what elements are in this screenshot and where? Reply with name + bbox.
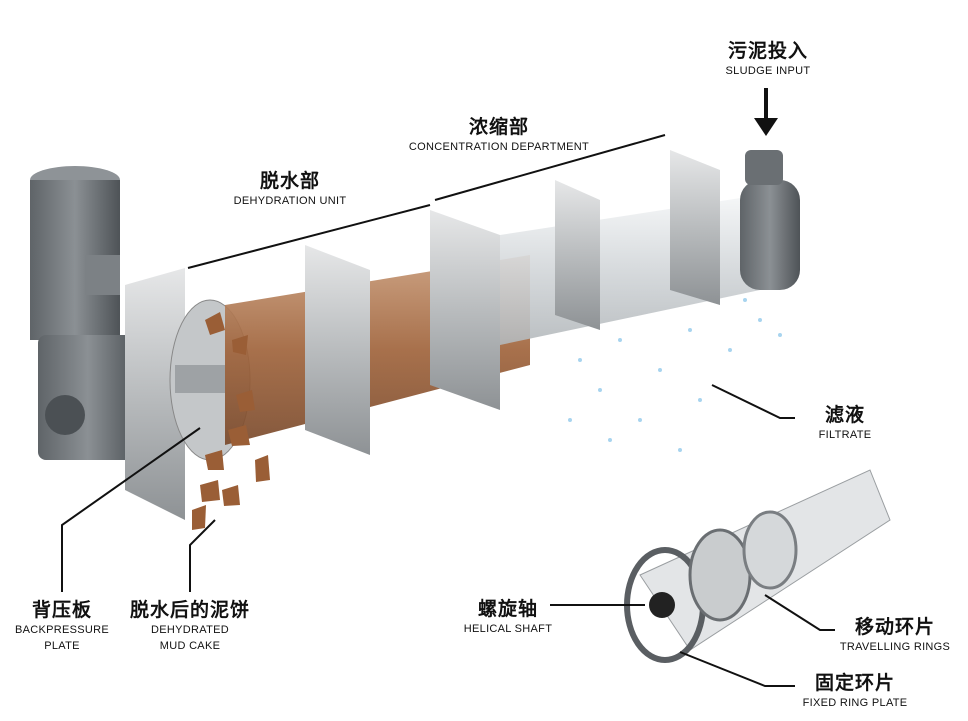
label-en: CONCENTRATION DEPARTMENT: [408, 141, 590, 153]
backpressure-plate-shape: [125, 268, 185, 520]
label-en: BACKPRESSURE: [14, 624, 110, 636]
label-en: TRAVELLING RINGS: [839, 641, 951, 653]
label-zh: 滤液: [824, 404, 865, 426]
label-filtrate: 滤液 FILTRATE: [819, 400, 872, 443]
label-en: SLUDGE INPUT: [725, 65, 811, 77]
label-concentration: 浓缩部 CONCENTRATION DEPARTMENT: [409, 112, 589, 155]
label-zh: 浓缩部: [468, 116, 529, 138]
label-en: HELICAL SHAFT: [463, 623, 553, 635]
label-en: FIXED RING PLATE: [802, 697, 908, 709]
shaft-end: [175, 365, 225, 393]
label-fixed-ring-plate: 固定环片 FIXED RING PLATE: [803, 668, 908, 711]
screw-assembly-inset: [624, 469, 891, 663]
leader-lines: [61, 134, 835, 687]
label-mud-cake: 脱水后的泥饼 DEHYDRATED MUD CAKE: [130, 595, 250, 654]
label-zh: 脱水后的泥饼: [129, 599, 251, 621]
label-sludge-input: 污泥投入 SLUDGE INPUT: [726, 36, 811, 79]
sludge-input-arrow-icon: [754, 88, 778, 136]
label-dehydration: 脱水部 DEHYDRATION UNIT: [234, 166, 347, 209]
label-en: DEHYDRATION UNIT: [233, 195, 347, 207]
label-zh: 移动环片: [854, 616, 935, 638]
label-en: MUD CAKE: [159, 640, 221, 652]
label-zh: 背压板: [31, 599, 93, 621]
concentration-cylinder: [500, 150, 800, 345]
label-en: DEHYDRATED: [151, 624, 229, 636]
mud-cake-pieces: [192, 312, 270, 530]
motor: [30, 166, 138, 460]
label-zh: 固定环片: [814, 672, 895, 694]
label-zh: 脱水部: [259, 170, 321, 192]
label-en: FILTRATE: [818, 429, 872, 441]
label-backpressure-plate: 背压板 BACKPRESSURE PLATE: [15, 595, 109, 654]
label-zh: 螺旋轴: [477, 598, 538, 620]
label-zh: 污泥投入: [727, 40, 808, 62]
filtrate-droplets: [568, 298, 782, 452]
label-en: PLATE: [44, 640, 80, 652]
dehydration-cylinder: [225, 210, 530, 455]
label-helical-shaft: 螺旋轴 HELICAL SHAFT: [464, 594, 552, 637]
label-travelling-rings: 移动环片 TRAVELLING RINGS: [840, 612, 950, 655]
